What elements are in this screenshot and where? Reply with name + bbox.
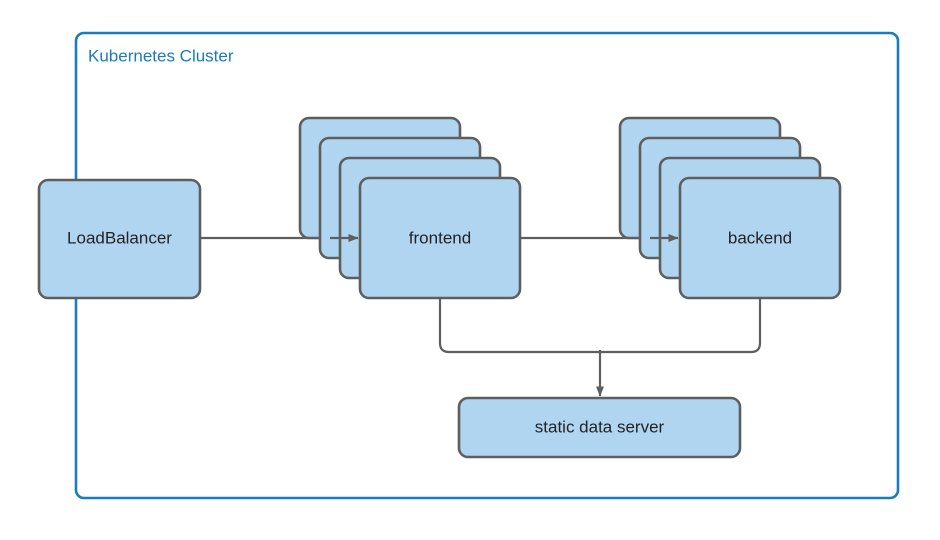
node-backend[interactable]: backend [678, 176, 842, 300]
edge-frontend-to-static [438, 298, 599, 354]
node-frontend[interactable]: frontend [358, 176, 522, 300]
edge-backend-to-static [601, 298, 762, 354]
frontend-label: frontend [409, 228, 471, 247]
backend-label: backend [728, 228, 792, 247]
loadbalancer-label: LoadBalancer [67, 228, 172, 247]
cluster-label: Kubernetes Cluster [88, 46, 234, 65]
static-data-server-label: static data server [535, 417, 665, 436]
static-data-server-box[interactable] [457, 396, 742, 459]
backend-box[interactable] [678, 176, 842, 300]
node-loadbalancer[interactable]: LoadBalancer [37, 178, 202, 300]
node-static-data-server[interactable]: static data server [457, 396, 742, 459]
